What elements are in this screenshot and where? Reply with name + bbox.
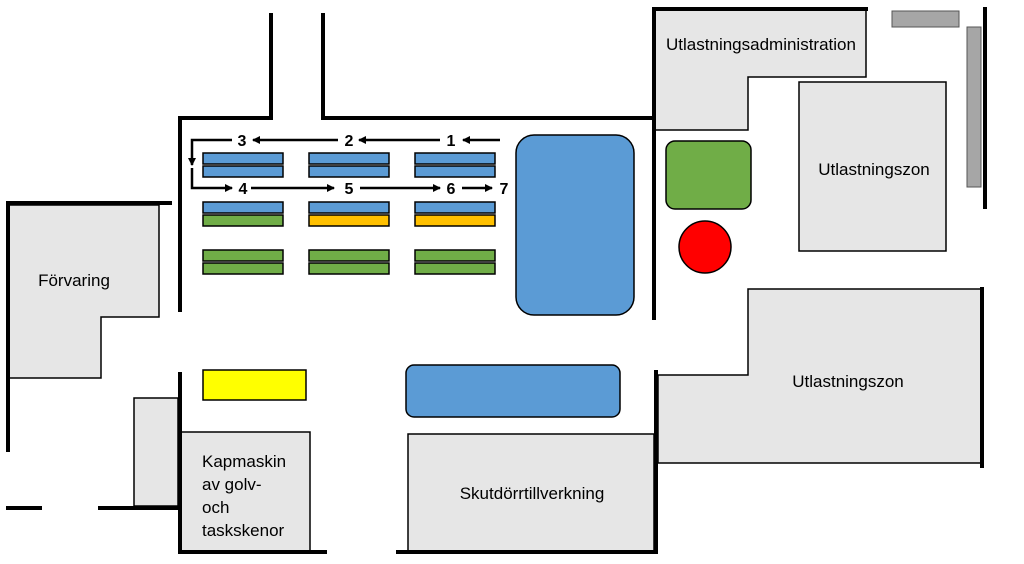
shelf-row-3 (202, 249, 496, 275)
flow-number-6: 6 (447, 181, 456, 198)
label-skutdorrtillverkning: Skutdörrtillverkning (460, 484, 605, 503)
flow-arrows (188, 136, 500, 192)
small-side-room (133, 397, 179, 507)
gray-bar-horizontal (891, 10, 960, 28)
label-utlastningszon-lower: Utlastningszon (792, 372, 904, 391)
red-station (678, 220, 732, 274)
flow-number-1: 1 (447, 133, 456, 150)
flow-number-3: 3 (238, 133, 247, 150)
label-kapmaskin-line-3: och (202, 498, 229, 517)
utlastningszon-upper-room (798, 81, 947, 252)
kapmaskin-room (179, 431, 311, 552)
label-kapmaskin-line-4: taskskenor (202, 521, 285, 540)
flow-number-7: 7 (500, 181, 509, 198)
flow-number-2: 2 (345, 133, 354, 150)
forvaring-room (7, 204, 160, 379)
label-kapmaskin-line-2: av golv- (202, 475, 262, 494)
gray-bar-vertical (966, 26, 982, 188)
shelf-row-2 (202, 201, 496, 227)
walls (6, 7, 987, 554)
label-utlastningszon-upper: Utlastningszon (818, 160, 930, 179)
flow-number-5: 5 (345, 181, 354, 198)
yellow-table (202, 369, 307, 401)
label-forvaring: Förvaring (38, 271, 110, 290)
label-utlastningsadministration: Utlastningsadministration (666, 35, 856, 54)
blue-machine-horizontal (405, 364, 621, 418)
label-kapmaskin-line-1: Kapmaskin (202, 452, 286, 471)
blue-machine-large (515, 134, 635, 316)
shelf-row-1 (202, 152, 496, 178)
flow-number-4: 4 (239, 181, 248, 198)
green-machine (665, 140, 752, 210)
